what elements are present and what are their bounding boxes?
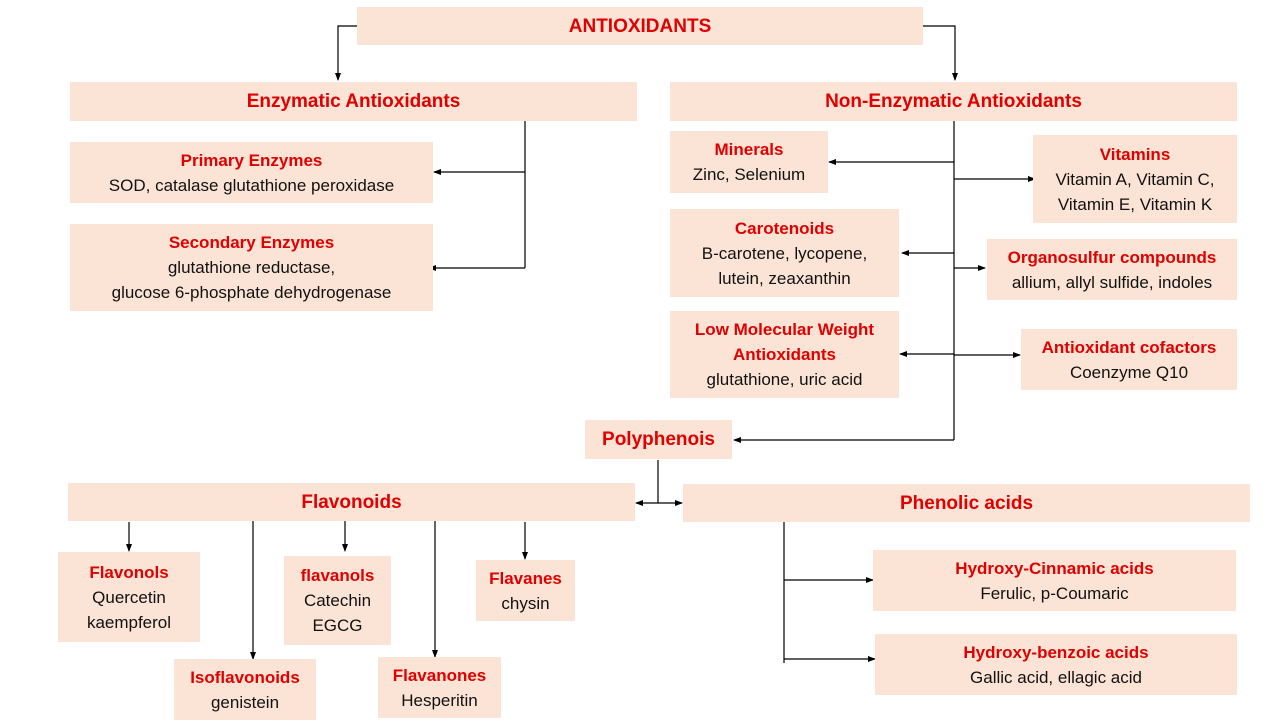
flavonols-line-2: kaempferol	[86, 612, 172, 632]
flavonols-line-1: Quercetin	[92, 587, 166, 607]
hydroxy-cinnamic-title: Hydroxy-Cinnamic acids	[955, 558, 1154, 578]
flavanes-text: chysin	[501, 593, 550, 613]
cofactors-text: Coenzyme Q10	[1069, 362, 1189, 382]
isoflavonoids-title: Isoflavonoids	[190, 667, 300, 687]
lmw-text: glutathione, uric acid	[706, 370, 863, 389]
vitamins-line-1: Vitamin A, Vitamin C,	[1055, 169, 1215, 189]
flavanols-line-2: EGCG	[312, 616, 363, 635]
hydroxy-benzoic-text: Gallic acid, ellagic acid	[970, 667, 1142, 687]
isoflavonoids-box: Isoflavonoids genistein	[174, 659, 316, 720]
arrow-root-nonenzymatic	[923, 25, 958, 81]
flavonoids-box: Flavonoids	[68, 483, 635, 521]
carotenoids-line-2: lutein, zeaxanthin	[718, 268, 851, 288]
isoflavonoids-text: genistein	[210, 692, 280, 712]
flavanes-box: Flavanes chysin	[476, 560, 575, 621]
carotenoids-title: Carotenoids	[734, 218, 835, 238]
minerals-title: Minerals	[714, 140, 784, 159]
lmw-title-line-1: Low Molecular Weight	[694, 320, 875, 339]
antioxidants-title: ANTIOXIDANTS	[568, 15, 712, 37]
secondary-enzymes-title: Secondary Enzymes	[168, 233, 335, 252]
hydroxy-benzoic-box: Hydroxy-benzoic acids Gallic acid, ellag…	[875, 634, 1237, 695]
carotenoids-box: Carotenoids B-carotene, lycopene, lutein…	[670, 209, 899, 297]
secondary-enzymes-line-1: glutathione reductase,	[167, 258, 336, 277]
flavanols-title: flavanols	[300, 566, 375, 585]
lmw-title-line-2: Antioxidants	[733, 345, 836, 364]
flavonols-title: Flavonols	[89, 562, 169, 582]
flavonols-box: Flavonols Quercetin kaempferol	[58, 552, 200, 642]
carotenoids-line-1: B-carotene, lycopene,	[701, 243, 868, 263]
flavanols-line-1: Catechin	[303, 591, 372, 610]
non-enzymatic-title: Non-Enzymatic Antioxidants	[825, 91, 1082, 112]
hydroxy-cinnamic-box: Hydroxy-Cinnamic acids Ferulic, p-Coumar…	[873, 550, 1236, 611]
organosulfur-box: Organosulfur compounds allium, allyl sul…	[987, 239, 1237, 300]
flavanones-box: Flavanones Hesperitin	[378, 657, 501, 718]
polyphenols-title: Polyphenois	[602, 429, 715, 450]
vitamins-title: Vitamins	[1099, 144, 1171, 164]
enzymatic-box: Enzymatic Antioxidants	[70, 82, 637, 121]
cofactors-box: Antioxidant cofactors Coenzyme Q10	[1021, 329, 1237, 390]
arrow-root-enzymatic	[335, 25, 357, 81]
primary-enzymes-text: SOD, catalase glutathione peroxidase	[108, 175, 395, 195]
minerals-box: Minerals Zinc, Selenium	[670, 131, 828, 193]
flavanols-box: flavanols Catechin EGCG	[284, 556, 391, 645]
polyphenols-box: Polyphenois	[585, 420, 732, 459]
primary-enzymes-title: Primary Enzymes	[180, 150, 323, 170]
cofactors-title: Antioxidant cofactors	[1041, 337, 1217, 357]
flavanones-title: Flavanones	[392, 665, 487, 685]
lmw-antioxidants-box: Low Molecular Weight Antioxidants glutat…	[670, 311, 899, 398]
organosulfur-title: Organosulfur compounds	[1007, 247, 1217, 267]
secondary-enzymes-line-2: glucose 6-phosphate dehydrogenase	[111, 283, 392, 302]
secondary-enzymes-box: Secondary Enzymes glutathione reductase,…	[70, 224, 433, 311]
enzymatic-title: Enzymatic Antioxidants	[246, 91, 461, 112]
primary-enzymes-box: Primary Enzymes SOD, catalase glutathion…	[70, 142, 433, 203]
flavonoids-title: Flavonoids	[301, 491, 402, 513]
antioxidants-root-box: ANTIOXIDANTS	[357, 7, 923, 45]
non-enzymatic-box: Non-Enzymatic Antioxidants	[670, 82, 1237, 121]
hydroxy-cinnamic-text: Ferulic, p-Coumaric	[980, 583, 1129, 603]
phenolic-acids-box: Phenolic acids	[683, 484, 1250, 522]
flavanes-title: Flavanes	[489, 568, 562, 588]
phenolic-acids-title: Phenolic acids	[899, 492, 1034, 514]
hydroxy-benzoic-title: Hydroxy-benzoic acids	[963, 642, 1149, 662]
minerals-text: Zinc, Selenium	[692, 165, 806, 184]
organosulfur-text: allium, allyl sulfide, indoles	[1011, 272, 1213, 292]
flavanones-text: Hesperitin	[401, 690, 478, 710]
vitamins-box: Vitamins Vitamin A, Vitamin C, Vitamin E…	[1033, 135, 1237, 223]
vitamins-line-2: Vitamin E, Vitamin K	[1057, 194, 1213, 214]
